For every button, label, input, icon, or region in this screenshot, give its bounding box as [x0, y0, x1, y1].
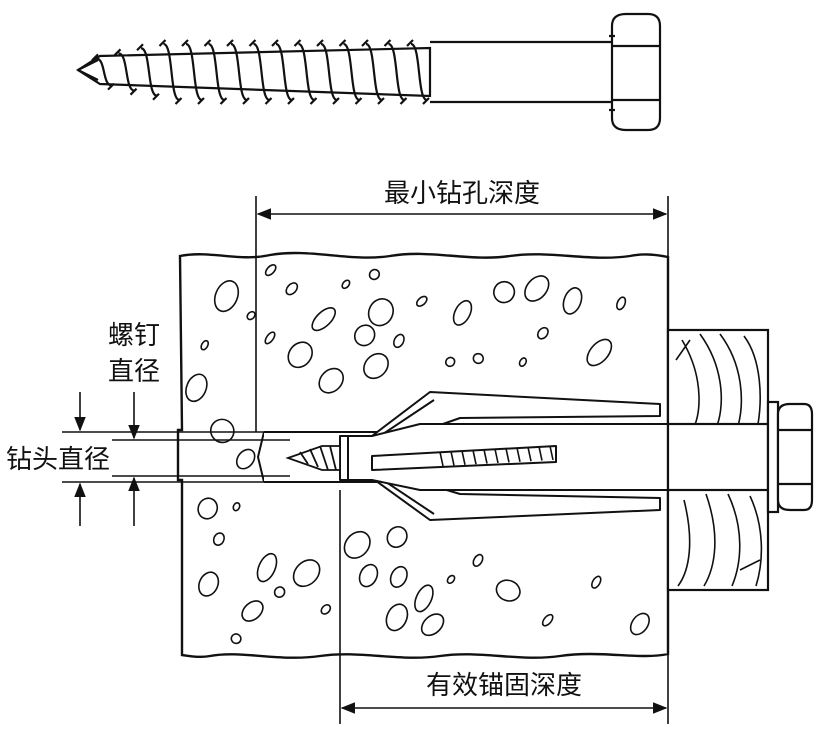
label-min-drill-depth: 最小钻孔深度 [384, 179, 540, 209]
label-screw-diameter-line2: 直径 [108, 357, 160, 387]
lag-screw [75, 12, 662, 132]
dimension-min-drill-depth [255, 196, 669, 432]
bolt-hex-head [776, 402, 814, 512]
anchor-sleeve [339, 391, 669, 521]
label-effective-anchor-depth: 有效锚固深度 [426, 671, 582, 701]
timber-fixture [666, 328, 814, 592]
label-drill-diameter: 钻头直径 [6, 445, 110, 475]
aggregate-pebbles [185, 264, 650, 645]
dimension-effective-anchor-depth [339, 490, 669, 724]
screw-shank [430, 40, 612, 104]
dimension-diameters [62, 392, 290, 526]
screw-tip-in-hole [285, 445, 341, 471]
screw-thread [75, 39, 432, 105]
screw-hex-head [609, 12, 662, 132]
label-screw-diameter-line1: 螺钉 [108, 321, 160, 351]
washer [766, 400, 780, 514]
